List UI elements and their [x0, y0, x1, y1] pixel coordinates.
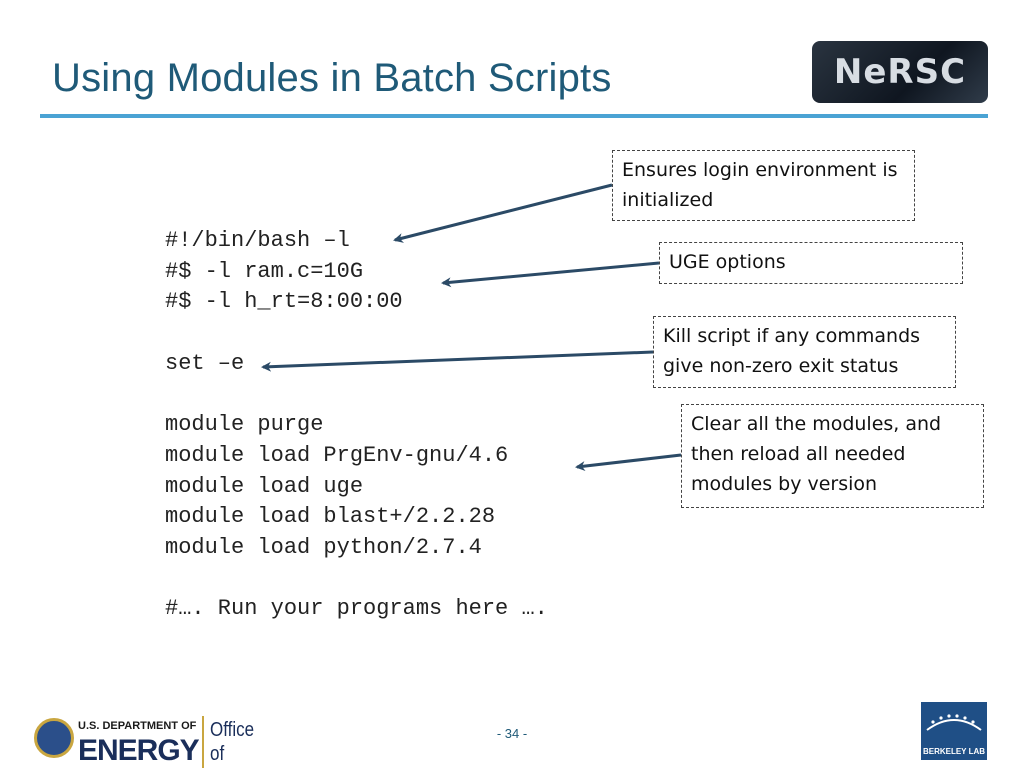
- slide-title: Using Modules in Batch Scripts: [52, 56, 612, 100]
- berkeley-lab-building-icon: [926, 714, 982, 731]
- code-line: module load uge: [165, 473, 364, 499]
- callout-reload-modules: Clear all the modules, and then reload a…: [681, 404, 984, 508]
- code-line: module load PrgEnv-gnu/4.6: [165, 442, 509, 468]
- berkeley-lab-logo: BERKELEY LAB: [921, 702, 987, 760]
- code-line: #$ -l ram.c=10G: [165, 258, 364, 284]
- page-number: - 34 -: [496, 726, 528, 741]
- callout-kill-script: Kill script if any commands give non-zer…: [653, 316, 956, 388]
- callout-uge-options: UGE options: [659, 242, 963, 284]
- doe-logo-line2: ENERGY: [78, 734, 200, 767]
- doe-logo-line1: U.S. DEPARTMENT OF: [78, 720, 197, 732]
- nersc-logo: NeRSC: [812, 41, 988, 103]
- code-line: #…. Run your programs here ….: [165, 596, 548, 622]
- code-line: set –e: [165, 350, 245, 376]
- doe-logo: U.S. DEPARTMENT OF ENERGY Office of Scie…: [30, 712, 275, 768]
- nersc-logo-text: NeRSC: [833, 52, 967, 92]
- title-divider: [40, 114, 988, 118]
- code-line: #!/bin/bash –l: [165, 228, 350, 253]
- code-line: #$ -l h_rt=8:00:00: [165, 289, 403, 315]
- code-line: module purge: [165, 412, 324, 438]
- batch-script-code: #!/bin/bash –l #$ -l ram.c=10G #$ -l h_r…: [165, 226, 548, 625]
- code-line: module load blast+/2.2.28: [165, 504, 496, 530]
- code-line: module load python/2.7.4: [165, 535, 482, 561]
- doe-seal-icon: [34, 718, 74, 758]
- callout-login-environment: Ensures login environment is initialized: [612, 150, 915, 221]
- berkeley-lab-text: BERKELEY LAB: [922, 747, 986, 756]
- arrow-modules: [575, 453, 682, 472]
- doe-logo-divider: [202, 716, 204, 768]
